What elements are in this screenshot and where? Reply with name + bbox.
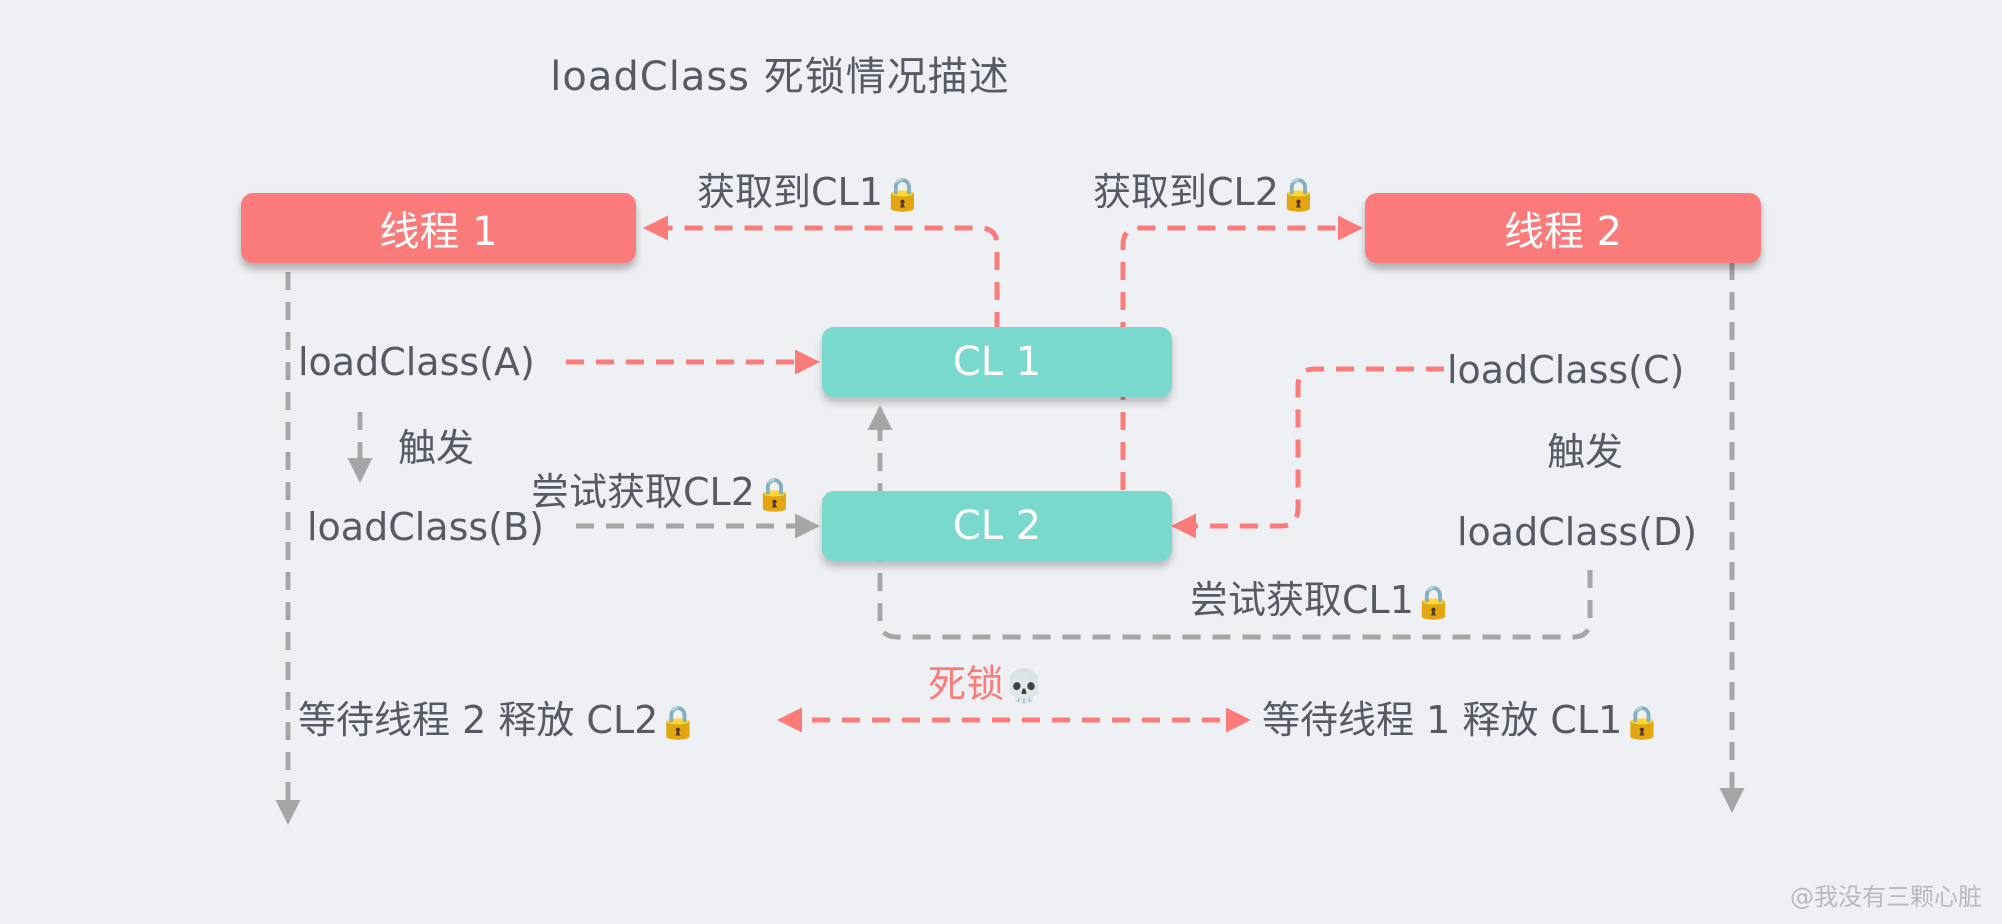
lock-icon: 🔒 bbox=[1278, 175, 1319, 213]
thread-1-box: 线程 1 bbox=[241, 193, 636, 263]
acquired-cl1-label: 获取到CL1🔒 bbox=[697, 170, 923, 214]
lock-icon: 🔒 bbox=[754, 475, 795, 513]
deadlock-label: 死锁💀 bbox=[928, 662, 1044, 706]
load-c-to-cl2-arrow bbox=[1171, 366, 1444, 539]
load-class-b-label: loadClass(B) bbox=[307, 505, 544, 549]
wait-thread2-label: 等待线程 2 释放 CL2🔒 bbox=[298, 698, 699, 742]
lock-icon: 🔒 bbox=[658, 703, 699, 741]
lock-icon: 🔒 bbox=[1413, 583, 1454, 621]
load-class-d-label: loadClass(D) bbox=[1457, 510, 1698, 554]
trigger-left-label: 触发 bbox=[398, 426, 475, 470]
diagram-title: loadClass 死锁情况描述 bbox=[550, 54, 1010, 100]
load-class-a-label: loadClass(A) bbox=[298, 340, 535, 384]
cl2-to-thread2-arrow bbox=[1120, 215, 1363, 490]
cl2-box: CL 2 bbox=[822, 491, 1172, 561]
try-cl1-label: 尝试获取CL1🔒 bbox=[1190, 578, 1454, 622]
wait-thread1-label: 等待线程 1 释放 CL1🔒 bbox=[1262, 698, 1663, 742]
lock-icon: 🔒 bbox=[882, 175, 923, 213]
cl1-to-thread1-arrow bbox=[643, 215, 1000, 330]
skull-icon: 💀 bbox=[1004, 667, 1044, 705]
try-cl2-label: 尝试获取CL2🔒 bbox=[531, 470, 795, 514]
lock-icon: 🔒 bbox=[1622, 703, 1663, 741]
watermark: @我没有三颗心脏 bbox=[1790, 883, 1982, 911]
load-class-c-label: loadClass(C) bbox=[1447, 348, 1685, 392]
thread-2-box: 线程 2 bbox=[1365, 193, 1761, 263]
trigger-right-label: 触发 bbox=[1547, 430, 1624, 474]
cl1-box: CL 1 bbox=[822, 327, 1172, 397]
acquired-cl2-label: 获取到CL2🔒 bbox=[1093, 170, 1319, 214]
